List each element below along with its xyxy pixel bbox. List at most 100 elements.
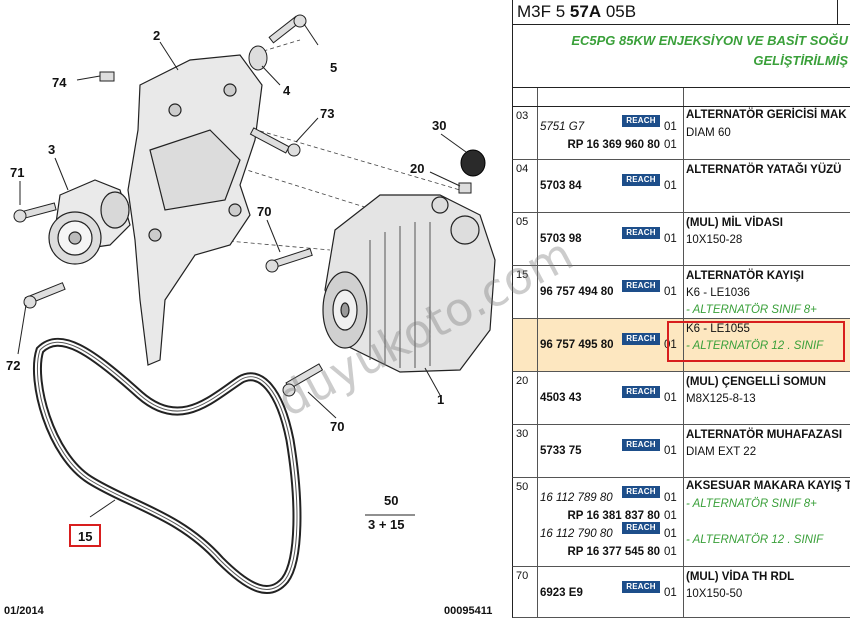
part-reference[interactable]: 16 112 790 80 bbox=[540, 528, 613, 540]
washer-part-4 bbox=[248, 45, 268, 71]
exploded-parts-diagram: 2 5 74 4 73 3 30 71 20 70 72 70 1 50 3 +… bbox=[4, 14, 496, 617]
header-corner-cell bbox=[837, 0, 850, 24]
part-reference[interactable]: 5703 84 bbox=[540, 180, 582, 192]
part-reference[interactable]: 5733 75 bbox=[540, 445, 582, 457]
part-reference[interactable]: RP 16 377 545 80 bbox=[567, 546, 660, 558]
callout-20: 20 bbox=[410, 161, 424, 176]
row-code: 04 bbox=[516, 163, 529, 175]
cap-part-30 bbox=[460, 149, 486, 177]
engine-description-line-2: GELİŞTİRİLMİŞ bbox=[753, 53, 848, 68]
part-description-detail: - ALTERNATÖR 12 . SINIF bbox=[686, 534, 824, 546]
engine-description: EC5PG 85KW ENJEKSİYON VE BASİT SOĞU GELİ… bbox=[512, 25, 850, 88]
model-bold: 57A bbox=[569, 2, 602, 21]
bolt-part-72 bbox=[23, 282, 66, 309]
part-reference[interactable]: 16 112 789 80 bbox=[540, 492, 613, 504]
callout-15-highlight-box bbox=[69, 524, 101, 547]
leader-lines bbox=[17, 23, 467, 518]
row-code: 15 bbox=[516, 269, 529, 281]
callout-15: 15 bbox=[78, 529, 92, 544]
row-code: 50 bbox=[516, 481, 529, 493]
bolt-part-74 bbox=[99, 71, 115, 82]
callout-71: 71 bbox=[10, 165, 24, 180]
bolt-part-71 bbox=[13, 202, 57, 223]
callout-3-plus-15: 3 + 15 bbox=[368, 517, 405, 532]
part-description-detail: 10X150-28 bbox=[686, 234, 743, 246]
part-reference[interactable]: 6923 E9 bbox=[540, 587, 583, 599]
part-description-detail: - ALTERNATÖR 12 . SINIF bbox=[686, 340, 824, 352]
bracket-part-2 bbox=[127, 54, 263, 366]
callout-3: 3 bbox=[48, 142, 55, 157]
part-reference[interactable]: RP 16 381 837 80 bbox=[567, 510, 660, 522]
part-quantity: 01 bbox=[664, 492, 677, 504]
row-code: 03 bbox=[516, 110, 529, 122]
nut-part-20 bbox=[458, 182, 472, 194]
reach-badge: REACH bbox=[622, 115, 660, 127]
table-row: 03 5751 G7 REACH 01 RP 16 369 960 80 01 ALTERN… bbox=[512, 107, 850, 160]
callout-74: 74 bbox=[52, 75, 67, 90]
callout-50: 50 bbox=[384, 493, 398, 508]
part-quantity: 01 bbox=[664, 121, 677, 133]
table-header: M3F 5 57A 05B bbox=[512, 0, 850, 25]
reach-badge: REACH bbox=[622, 333, 660, 345]
reach-badge: REACH bbox=[622, 581, 660, 593]
model-prefix: M3F 5 bbox=[517, 2, 570, 21]
belt-part-15 bbox=[32, 337, 302, 594]
table-row: 50 16 112 789 80 REACH 01 RP 16 381 837 80 01… bbox=[512, 478, 850, 567]
callout-70-upper: 70 bbox=[257, 204, 271, 219]
part-description-title: ALTERNATÖR YATAĞI YÜZÜ bbox=[686, 164, 842, 176]
part-quantity: 01 bbox=[664, 286, 677, 298]
part-reference[interactable]: 5751 G7 bbox=[540, 121, 585, 133]
callout-72: 72 bbox=[6, 358, 20, 373]
reach-badge: REACH bbox=[622, 174, 660, 186]
callout-1: 1 bbox=[437, 392, 444, 407]
part-quantity: 01 bbox=[664, 233, 677, 245]
bolt-part-70-lower bbox=[282, 363, 324, 397]
part-quantity: 01 bbox=[664, 445, 677, 457]
part-reference[interactable]: RP 16 369 960 80 bbox=[567, 139, 660, 151]
tensioner-part-3 bbox=[48, 179, 131, 265]
callout-4: 4 bbox=[283, 83, 291, 98]
part-description-detail: - ALTERNATÖR SINIF 8+ bbox=[686, 304, 817, 316]
part-description-title: (MUL) MİL VİDASI bbox=[686, 217, 783, 229]
part-quantity: 01 bbox=[664, 139, 677, 151]
reach-badge: REACH bbox=[622, 227, 660, 239]
table-row: 04 5703 84 REACH 01 ALTERNATÖR YATAĞI YÜZÜ bbox=[512, 160, 850, 213]
part-quantity: 01 bbox=[664, 392, 677, 404]
reach-badge: REACH bbox=[622, 439, 660, 451]
row-code: 70 bbox=[516, 570, 529, 582]
callout-30: 30 bbox=[432, 118, 446, 133]
callout-5: 5 bbox=[330, 60, 337, 75]
callout-2: 2 bbox=[153, 28, 160, 43]
part-description-title: K6 - LE1055 bbox=[686, 323, 750, 335]
part-quantity: 01 bbox=[664, 180, 677, 192]
bolts bbox=[13, 14, 324, 397]
part-description-title: ALTERNATÖR GERİCİSİ MAK bbox=[686, 109, 847, 121]
part-description-detail: M8X125-8-13 bbox=[686, 393, 756, 405]
part-reference[interactable]: 5703 98 bbox=[540, 233, 582, 245]
row-code: 30 bbox=[516, 428, 529, 440]
bolt-part-73 bbox=[249, 127, 301, 157]
table-spacer-row bbox=[512, 88, 850, 107]
part-quantity: 01 bbox=[664, 528, 677, 540]
diagram-number: 00095411 bbox=[444, 605, 492, 617]
part-description-title: (MUL) VİDA TH RDL bbox=[686, 571, 795, 583]
callout-70-lower: 70 bbox=[330, 419, 344, 434]
reach-badge: REACH bbox=[622, 486, 660, 498]
engine-description-line-1: EC5PG 85KW ENJEKSİYON VE BASİT SOĞU bbox=[571, 33, 848, 48]
part-reference[interactable]: 4503 43 bbox=[540, 392, 582, 404]
bolt-part-5 bbox=[268, 14, 307, 44]
part-description-title: (MUL) ÇENGELLİ SOMUN bbox=[686, 376, 826, 388]
part-reference[interactable]: 96 757 495 80 bbox=[540, 339, 614, 351]
part-reference[interactable]: 96 757 494 80 bbox=[540, 286, 614, 298]
part-quantity: 01 bbox=[664, 546, 677, 558]
diagram-date: 01/2014 bbox=[4, 605, 45, 617]
part-description-title: AKSESUAR MAKARA KAYIŞ T bbox=[686, 480, 850, 492]
row-code: 20 bbox=[516, 375, 529, 387]
